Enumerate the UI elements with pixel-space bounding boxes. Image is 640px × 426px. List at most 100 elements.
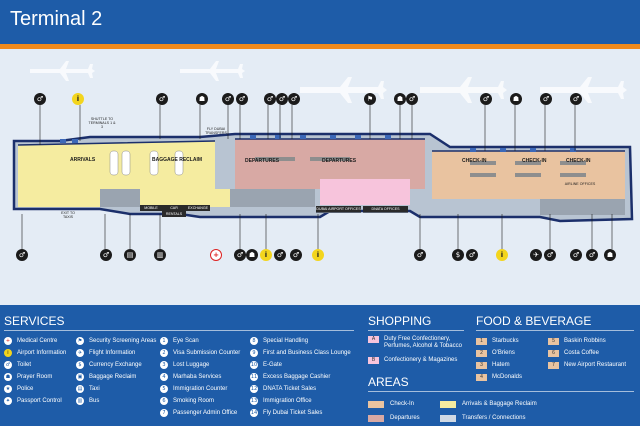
prayer-room-icon[interactable]: ☗ <box>394 93 406 105</box>
toilet-icon[interactable]: ♂ <box>586 249 598 261</box>
terminal-map[interactable]: ARRIVALS BAGGAGE RECLAIM DEPARTURES DEPA… <box>0 49 640 305</box>
currency-icon: $ <box>76 361 84 369</box>
toilet-icon[interactable]: ♂ <box>16 249 28 261</box>
info-icon[interactable]: i <box>72 93 84 105</box>
legend-item-medical: +Medical Centre <box>4 337 58 345</box>
toilet-icon[interactable]: ♂ <box>570 93 582 105</box>
flight-info-icon: ✈ <box>76 349 84 357</box>
prayer-room-icon: ☗ <box>4 373 12 381</box>
note-mobile: MOBILE <box>140 205 162 211</box>
note-exchange: EXCHANGE <box>186 205 210 211</box>
toilet-icon[interactable]: ♂ <box>288 93 300 105</box>
prayer-room-icon[interactable]: ☗ <box>196 93 208 105</box>
toilet-icon[interactable]: ♂ <box>264 93 276 105</box>
note-taxis: EXIT TO TAXIS <box>61 211 75 219</box>
note-airport-offices: DUBAI AIRPORT OFFICES <box>316 206 361 212</box>
medical-icon: + <box>4 337 12 345</box>
toilet-icon[interactable]: ♂ <box>466 249 478 261</box>
legend-item-passport: ✦Passport Control <box>4 397 62 405</box>
toilet-icon[interactable]: ♂ <box>100 249 112 261</box>
medical-icon[interactable]: + <box>210 249 222 261</box>
toilet-icon[interactable]: ♂ <box>34 93 46 105</box>
baggage-icon: ▣ <box>76 373 84 381</box>
page-title: Terminal 2 <box>10 8 103 30</box>
shopping-title: SHOPPING <box>368 314 432 328</box>
legend-item-area-departures: Departures <box>368 413 420 423</box>
toilet-icon[interactable]: ♂ <box>544 249 556 261</box>
toilet-icon[interactable]: ♂ <box>540 93 552 105</box>
header-bar: Terminal 2 <box>0 0 640 50</box>
legend-item-toilet: ♂Toilet <box>4 361 32 369</box>
legend-item-prayer: ☗Prayer Room <box>4 373 53 381</box>
toilet-icon[interactable]: ♂ <box>234 249 246 261</box>
legend-item-currency: $Currency Exchange <box>76 360 142 370</box>
security-icon[interactable]: ⚑ <box>364 93 376 105</box>
food-title: FOOD & BEVERAGE <box>476 314 592 328</box>
bus-icon[interactable]: ▥ <box>154 249 166 261</box>
areas-divider <box>368 391 634 392</box>
area-label-checkin-2: CHECK-IN <box>522 158 547 164</box>
info-icon[interactable]: i <box>260 249 272 261</box>
food-divider <box>476 330 634 331</box>
toilet-icon[interactable]: ♂ <box>156 93 168 105</box>
toilet-icon[interactable]: ♂ <box>222 93 234 105</box>
bus-icon: ▥ <box>76 397 84 405</box>
passport-icon: ✦ <box>4 397 12 405</box>
toilet-icon[interactable]: ♂ <box>236 93 248 105</box>
info-icon: i <box>4 349 12 357</box>
toilet-icon[interactable]: ♂ <box>414 249 426 261</box>
shopping-divider <box>368 330 464 331</box>
prayer-room-icon[interactable]: ☗ <box>510 93 522 105</box>
info-icon[interactable]: i <box>496 249 508 261</box>
prayer-room-icon[interactable]: ☗ <box>246 249 258 261</box>
legend-item-baggage: ▣Baggage Reclaim <box>76 373 137 381</box>
legend-item-bus: ▥Bus <box>76 397 100 405</box>
area-label-arrivals: ARRIVALS <box>70 157 96 163</box>
transfers-swatch <box>440 414 456 422</box>
toilet-icon[interactable]: ♂ <box>276 93 288 105</box>
legend-item-area-arrivals: Arrivals & Baggage Reclaim <box>440 399 537 409</box>
taxi-icon: ▤ <box>76 385 84 393</box>
area-label-departures-1: DEPARTURES <box>245 158 280 164</box>
legend-item-flight-info: ✈Flight Information <box>76 349 136 357</box>
toilet-icon[interactable]: ♂ <box>406 93 418 105</box>
legend-item-police: ★Police <box>4 385 34 393</box>
area-label-departures-2: DEPARTURES <box>322 158 357 164</box>
flight-info-icon[interactable]: ✈ <box>530 249 542 261</box>
taxi-icon[interactable]: ▤ <box>124 249 136 261</box>
prayer-room-icon[interactable]: ☗ <box>604 249 616 261</box>
note-flydubai: FLY DUBAI TRANSFERS <box>205 127 227 135</box>
security-icon: ⚑ <box>76 337 84 345</box>
toilet-icon[interactable]: ♂ <box>274 249 286 261</box>
currency-icon[interactable]: $ <box>452 249 464 261</box>
toilet-icon[interactable]: ♂ <box>290 249 302 261</box>
info-icon[interactable]: i <box>312 249 324 261</box>
legend-item-security: ⚑Security Screening Areas <box>76 337 157 345</box>
toilet-icon[interactable]: ♂ <box>570 249 582 261</box>
note-dnata-offices: DNATA OFFICES <box>363 206 408 212</box>
arrivals-swatch <box>440 400 456 408</box>
toilet-icon[interactable]: ♂ <box>480 93 492 105</box>
airplane-silhouettes <box>30 61 627 103</box>
